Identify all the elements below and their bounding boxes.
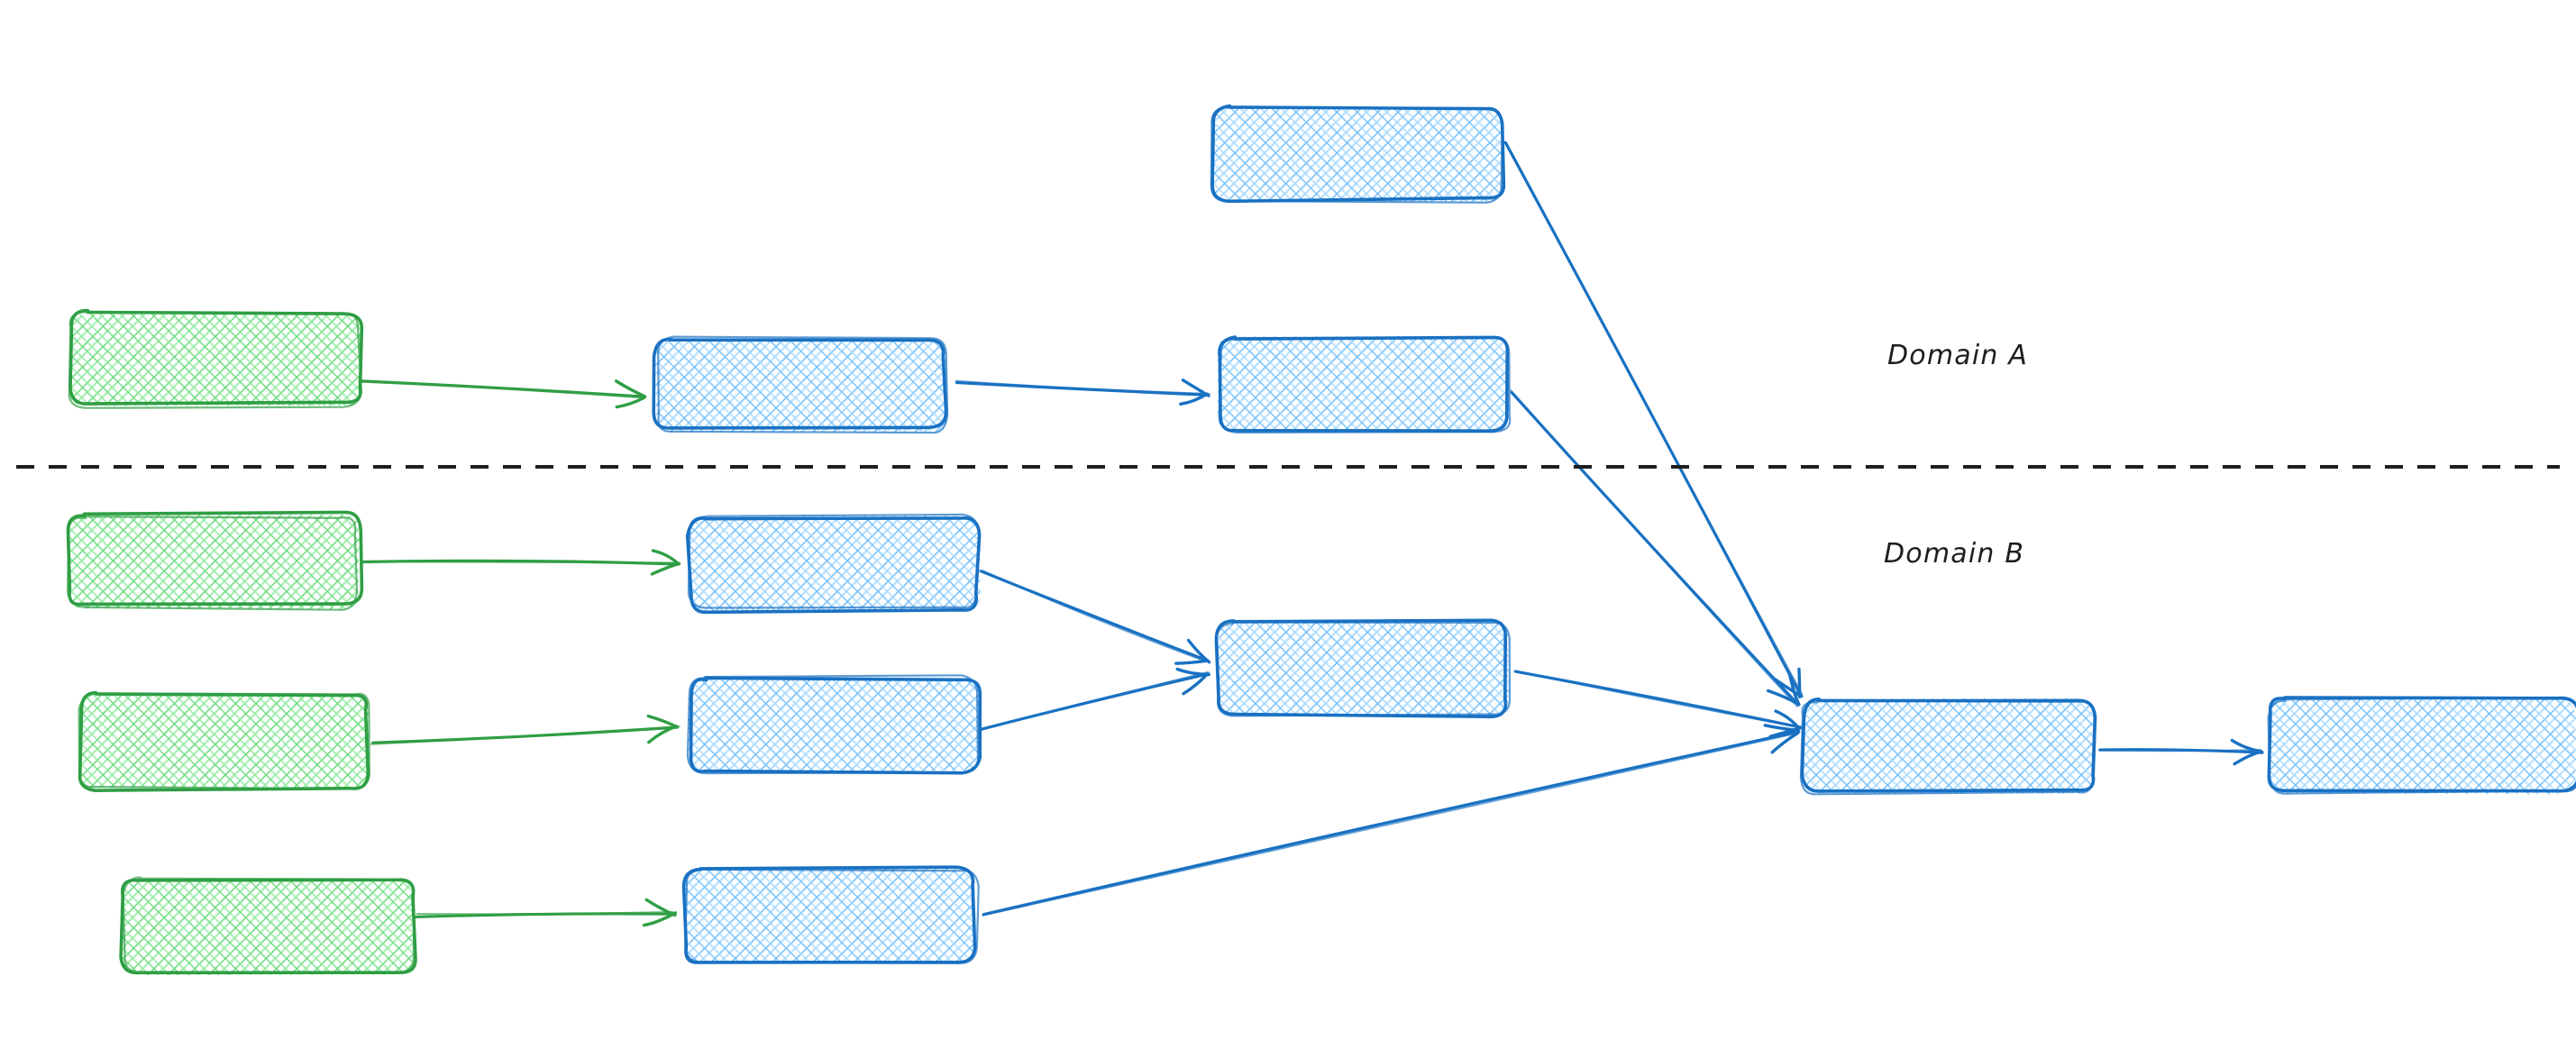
node-hatch-fill — [689, 678, 982, 771]
edge-e3 — [1503, 141, 1804, 698]
arrow-head-stroke — [2233, 750, 2262, 766]
edge-stroke — [361, 380, 646, 399]
edge-stroke — [1504, 141, 1804, 696]
node-outline — [2267, 696, 2576, 795]
edge-stroke — [982, 732, 1798, 917]
arrow-head-stroke — [1797, 667, 1802, 698]
arrow-head-stroke — [1763, 724, 1800, 733]
node-outline — [1218, 336, 1512, 434]
node-a-top[interactable] — [1210, 104, 1506, 204]
edge-stroke — [982, 730, 1801, 917]
edge-e8 — [979, 570, 1211, 665]
node-hatch-fill — [1801, 698, 2096, 794]
node-outline — [67, 515, 359, 611]
edge-e2 — [955, 379, 1210, 406]
node-hatch-fill — [1218, 622, 1510, 717]
arrow-head-stroke — [1175, 667, 1210, 677]
node-outline — [657, 335, 949, 434]
edge-stroke — [1510, 389, 1799, 707]
node-b-mid-2[interactable] — [686, 674, 982, 775]
edge-e11 — [982, 724, 1801, 917]
label-layer: Domain A Domain B — [1884, 340, 2028, 570]
arrow-head-stroke — [644, 898, 677, 917]
node-outline — [69, 308, 364, 406]
node-hatch-fill — [121, 879, 413, 975]
node-hatch-fill — [1213, 106, 1503, 202]
arrow-head-stroke — [1182, 672, 1209, 696]
arrow-head-stroke — [615, 396, 646, 409]
node-hatch-fill — [684, 870, 976, 964]
edge-stroke — [2098, 748, 2264, 754]
arrow-head-stroke — [1774, 709, 1801, 730]
edge-e9 — [979, 667, 1210, 731]
edge-stroke — [982, 570, 1207, 662]
node-hatch-fill — [2268, 699, 2576, 795]
node-b-merge[interactable] — [1214, 618, 1512, 719]
arrow-head-stroke — [1181, 379, 1210, 397]
arrow-head-stroke — [2230, 738, 2264, 754]
edge-stroke — [364, 561, 681, 564]
node-outline — [1799, 698, 2097, 796]
arrow-head-stroke — [1174, 659, 1210, 665]
node-layer — [66, 104, 2576, 976]
node-outline — [78, 692, 371, 790]
node-outline — [652, 337, 948, 430]
domain-b-label: Domain B — [1884, 538, 2024, 570]
node-outline — [684, 868, 980, 964]
edge-layer — [358, 141, 2264, 927]
edge-e4 — [1510, 389, 1801, 707]
node-hatch-fill — [78, 694, 370, 788]
node-hatch-fill — [1217, 336, 1511, 431]
edge-stroke — [955, 379, 1210, 395]
node-a-right[interactable] — [1217, 335, 1512, 434]
edge-stroke — [1514, 670, 1802, 729]
node-b-final[interactable] — [2267, 696, 2576, 795]
node-outline — [1218, 335, 1510, 433]
arrow-head-stroke — [651, 549, 681, 566]
node-outline — [1210, 106, 1503, 204]
node-outline — [68, 310, 363, 409]
node-b-mid-3[interactable] — [681, 865, 980, 964]
edge-stroke — [2098, 749, 2262, 753]
arrow-head-stroke — [614, 379, 646, 398]
node-outline — [66, 510, 364, 607]
edge-e12 — [2098, 738, 2264, 766]
arrow-head-stroke — [646, 714, 679, 729]
node-a-source[interactable] — [68, 308, 364, 409]
node-outline — [122, 876, 416, 974]
node-b-hub[interactable] — [1799, 698, 2097, 796]
arrow-head-stroke — [1186, 638, 1211, 664]
arrow-head-stroke — [1770, 731, 1800, 754]
node-hatch-fill — [688, 515, 981, 611]
edge-e10 — [1513, 670, 1803, 739]
node-outline — [687, 513, 981, 609]
node-hatch-fill — [68, 515, 359, 609]
domain-a-label: Domain A — [1887, 340, 2028, 371]
node-hatch-fill — [657, 337, 948, 431]
node-hatch-fill — [70, 313, 361, 406]
edge-stroke — [981, 670, 1210, 731]
edge-e6 — [370, 714, 681, 745]
node-b-source-2[interactable] — [78, 690, 371, 792]
arrow-head-stroke — [1788, 673, 1801, 706]
node-b-source-1[interactable] — [66, 510, 364, 611]
arrow-head-stroke — [1179, 392, 1209, 406]
node-outline — [2267, 696, 2576, 793]
node-a-mid[interactable] — [652, 335, 949, 434]
edge-e5 — [361, 549, 681, 576]
node-outline — [686, 674, 980, 775]
edge-stroke — [416, 910, 674, 916]
edge-e1 — [358, 379, 647, 409]
node-outline — [1214, 621, 1512, 717]
node-b-mid-1[interactable] — [685, 513, 982, 615]
node-b-source-3[interactable] — [119, 876, 417, 976]
edge-e7 — [415, 898, 678, 927]
edge-stroke — [370, 725, 681, 745]
